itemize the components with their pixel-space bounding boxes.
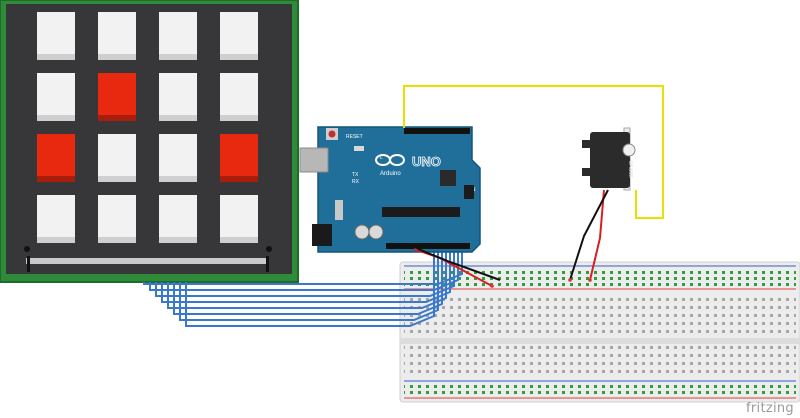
reset-label: RESET [346,134,363,140]
key-base [37,111,75,121]
breadboard-center-channel [400,338,800,344]
servo-mount-tab [582,140,592,148]
keypad-key[interactable] [98,195,136,237]
keypad-key-pressed[interactable] [37,134,75,176]
keypad-key[interactable] [220,12,258,54]
digital-header [404,128,470,134]
key-base [159,50,197,60]
servo-body [590,132,630,188]
icsp-header [354,146,364,151]
arduino-infinity-logo-icon [375,154,405,166]
keypad-key[interactable] [159,195,197,237]
keypad-keys [37,12,258,243]
keypad-key-pressed[interactable] [98,73,136,115]
key-base [220,111,258,121]
arduino-pcb [317,126,481,253]
keypad-mount-hole [24,246,30,252]
uno-logo: UNO [412,154,441,169]
arduino-gnd-wire [417,248,501,281]
key-base [98,233,136,243]
servo-mount-tab [582,168,592,176]
keypad-key[interactable] [220,195,258,237]
servo-power-wire [589,189,605,281]
keypad-key[interactable] [37,73,75,115]
breadboard-lower-holes [404,346,796,378]
keypad-key[interactable] [220,73,258,115]
wire-endpoints [490,278,592,288]
key-base [98,111,136,121]
analog-power-header [386,243,470,249]
atmega-chip [382,207,460,217]
key-base [37,50,75,60]
keypad-connector-strip [26,258,268,264]
keypad-key-pressed[interactable] [220,134,258,176]
key-base [98,50,136,60]
key-base [98,172,136,182]
l-label: L [380,155,383,161]
capacitor [368,224,384,240]
voltage-regulator [335,200,343,220]
power-jack [312,224,332,246]
keypad-pin [27,256,30,272]
servo-motor: SERVO [582,127,636,191]
key-base [37,233,75,243]
keypad-key[interactable] [159,12,197,54]
usb-connector [299,147,329,173]
rx-label: RX [352,179,360,185]
fritzing-watermark: fritzing [746,401,794,416]
capacitor [354,224,370,240]
key-base [37,172,75,182]
key-base [159,111,197,121]
breadboard-upper-holes [404,294,796,336]
breadboard [399,261,800,403]
servo-ground-wire [569,189,609,281]
keypad-key[interactable] [98,12,136,54]
key-base [220,172,258,182]
icsp-header-2 [464,185,474,199]
servo-label: SERVO [629,160,635,178]
keypad-pin [266,256,269,272]
arduino-uno-board: RESET TX RX L ON UNO Arduino [299,126,481,253]
servo-signal-wire [403,85,664,219]
keypad-mount-hole [266,246,272,252]
keypad-key[interactable] [159,73,197,115]
reset-button-cap[interactable] [328,130,336,138]
usb-chip [440,170,456,186]
top-power-rail [404,270,796,286]
key-base [159,233,197,243]
keypad-key[interactable] [159,134,197,176]
power-wires [403,85,664,287]
bottom-power-rail [404,384,796,396]
keypad-key[interactable] [37,12,75,54]
key-base [159,172,197,182]
servo-shaft [622,143,636,157]
tx-label: TX [352,172,359,178]
keypad-key[interactable] [98,134,136,176]
brand-text: Arduino [380,171,401,177]
key-base [220,233,258,243]
keypad-key[interactable] [37,195,75,237]
key-base [220,50,258,60]
keypad-module [0,0,299,283]
